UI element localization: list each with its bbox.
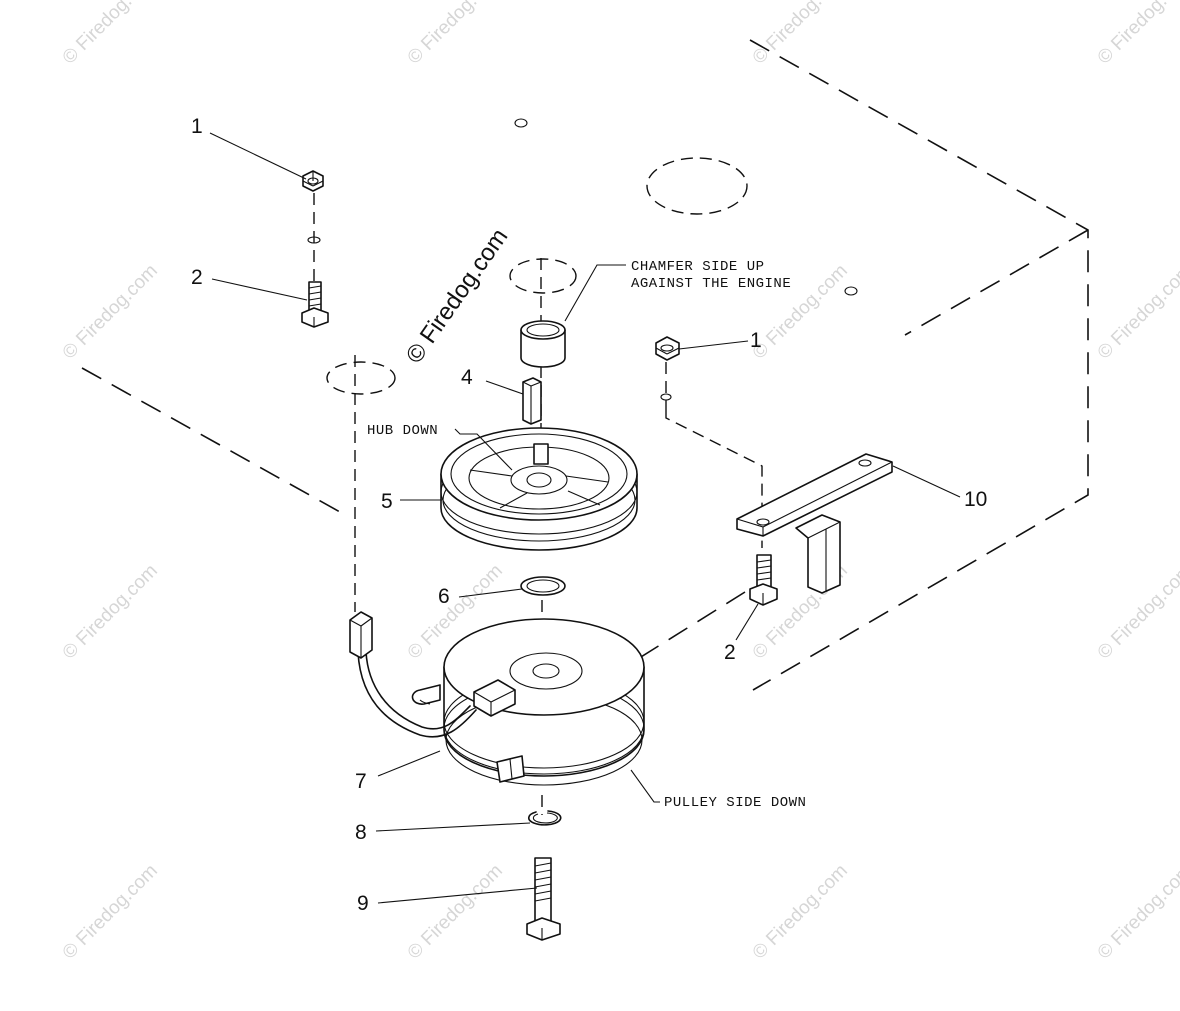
pto-clutch	[411, 618, 645, 786]
left-bolt	[301, 281, 329, 328]
watermark: © Firedog.com	[59, 860, 162, 963]
note-chamfer-line-2: AGAINST THE ENGINE	[631, 276, 791, 292]
note-chamfer-line-1: CHAMFER SIDE UP	[631, 259, 765, 275]
label-part-9: 9	[357, 892, 369, 915]
label-part-2-left: 2	[191, 266, 203, 289]
left-dashed-ring	[326, 355, 396, 612]
clutch-wire-harness	[349, 611, 477, 738]
label-part-1-right: 1	[750, 329, 762, 352]
pulley	[440, 427, 638, 551]
assembly-notes: CHAMFER SIDE UP AGAINST THE ENGINE HUB D…	[367, 259, 806, 811]
washer	[520, 576, 566, 596]
left-nut	[302, 170, 324, 192]
watermark: © Firedog.com	[749, 860, 852, 963]
leader-lines	[209, 132, 961, 904]
label-part-1-left: 1	[191, 115, 203, 138]
watermark: © Firedog.com	[1094, 0, 1180, 69]
label-part-7: 7	[355, 770, 367, 793]
note-hub-down: HUB DOWN	[367, 423, 438, 439]
label-part-2-right: 2	[724, 641, 736, 664]
label-part-4: 4	[461, 366, 473, 389]
note-pulley-side-down: PULLEY SIDE DOWN	[664, 795, 806, 811]
label-part-10: 10	[964, 488, 987, 511]
watermark: © Firedog.com	[1094, 860, 1180, 963]
label-part-5: 5	[381, 490, 393, 513]
clutch-bracket	[736, 453, 893, 594]
watermark: © Firedog.com	[59, 560, 162, 663]
key	[522, 377, 542, 425]
watermark: © Firedog.com	[59, 260, 162, 363]
right-nut	[655, 336, 680, 361]
snap-ring	[527, 810, 562, 826]
spacer-bushing	[520, 320, 566, 368]
watermark: © Firedog.com	[404, 0, 507, 69]
label-part-8: 8	[355, 821, 367, 844]
watermark: © Firedog.com	[404, 860, 507, 963]
label-part-6: 6	[438, 585, 450, 608]
watermark: © Firedog.com	[749, 0, 852, 69]
watermark: © Firedog.com	[1094, 260, 1180, 363]
watermark: © Firedog.com	[59, 0, 162, 69]
part-number-labels: 1 2 1 2 4 5 6 7 8 9 10	[191, 115, 987, 915]
right-bolt	[749, 554, 778, 606]
left-deck-hole	[307, 236, 321, 244]
clutch-bolt	[526, 857, 561, 941]
main-watermark: © Firedog.com	[401, 224, 514, 369]
watermark: © Firedog.com	[1094, 560, 1180, 663]
